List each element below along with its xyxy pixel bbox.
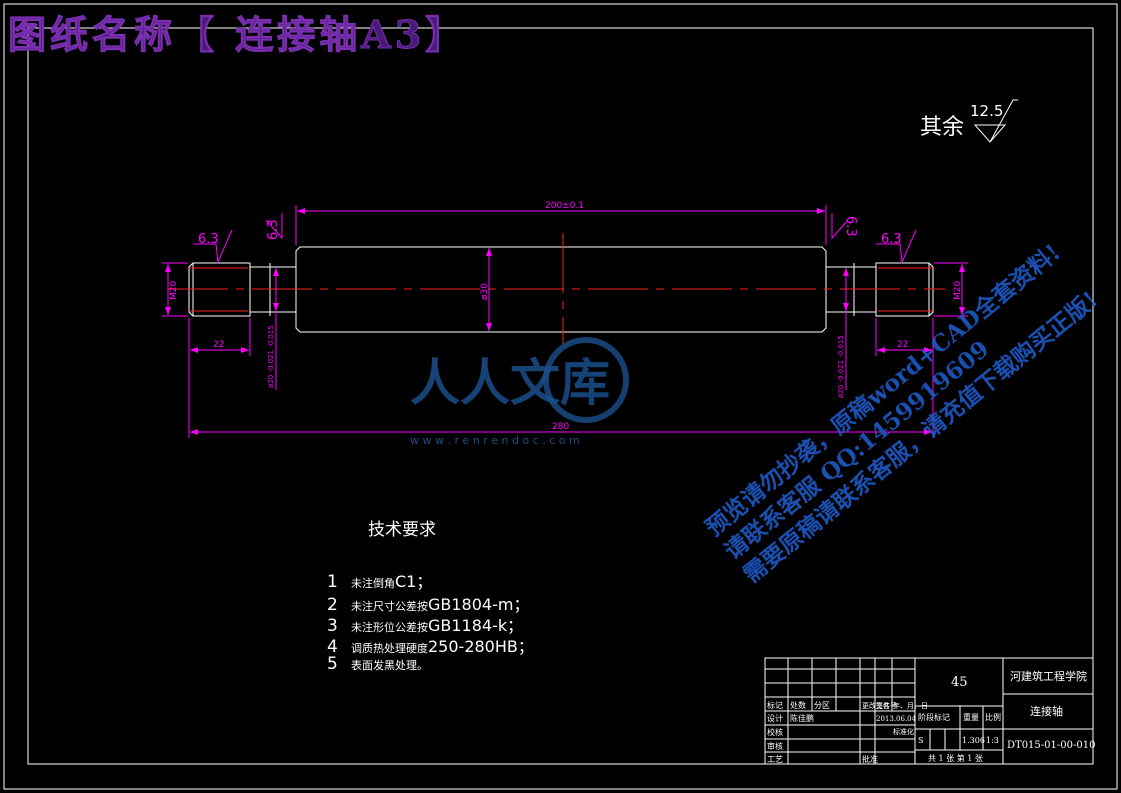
center-length-label: 200±0.1: [545, 201, 584, 211]
req-number: 4: [327, 637, 338, 657]
general-roughness-value: 12.5: [970, 102, 1003, 120]
roughness-symbols: [193, 213, 917, 264]
dimension-lines: [162, 205, 968, 438]
row-label-date: 年、月、日: [893, 701, 928, 710]
row-label-sign: 签名: [876, 701, 890, 710]
thread-lines: [190, 267, 932, 312]
req-prefix: 表面发黑处理。: [351, 659, 428, 672]
sheet-count: 共 1 张 第 1 张: [928, 753, 983, 763]
req-prefix: 未注尺寸公差按: [351, 600, 428, 613]
tech-requirements-title: 技术要求: [368, 520, 436, 540]
left-roughness-value: 6.3: [198, 232, 219, 247]
review-label: 审核: [767, 741, 783, 751]
weight-value: 1.306: [962, 736, 985, 745]
row-label-file: 更改文件号: [862, 701, 897, 710]
tech-requirement-item: 5 表面发黑处理。: [327, 654, 428, 674]
tech-requirement-item: 2 未注尺寸公差按GB1804-m；: [327, 591, 529, 615]
approve-label: 批准: [862, 754, 878, 764]
req-number: 1: [327, 572, 338, 592]
designer-name: 陈佳鹏: [790, 713, 814, 723]
drawing-title-banner: 图纸名称【 连接轴A3】: [7, 12, 468, 58]
req-code: GB1804-m；: [428, 595, 530, 614]
drawing-number: DT015-01-00-010: [1007, 740, 1095, 751]
req-prefix: 调质热处理硬度: [351, 642, 428, 655]
standard-label: 标准化: [893, 727, 914, 736]
check-label: 校核: [767, 727, 783, 737]
left-shoulder-roughness-value: 6.3: [266, 219, 281, 240]
req-number: 3: [327, 616, 338, 636]
req-code: C1；: [395, 572, 433, 591]
renrendoc-logo: 人人文库 w w w . r e n r e n d o c . c o m: [410, 337, 629, 447]
row-label-zone: 分区: [814, 701, 830, 710]
school-name: 河建筑工程学院: [1010, 669, 1087, 683]
title-block: [764, 657, 1094, 765]
left-thread-length-label: 22: [213, 340, 224, 350]
right-roughness-value: 6.3: [881, 232, 902, 247]
left-journal-dia-label: ø20 -0.021 -0.015: [267, 325, 275, 388]
right-thread-length-label: 22: [897, 340, 908, 350]
right-shoulder-roughness-value: 6.3: [843, 216, 858, 237]
req-code: 250-280HB；: [428, 637, 534, 656]
stage-label: 阶段标记: [918, 712, 950, 722]
designer-label: 设计: [767, 713, 783, 723]
material-value: 45: [951, 675, 968, 690]
req-code: GB1184-k；: [428, 616, 524, 635]
tech-requirement-item: 3 未注形位公差按GB1184-k；: [327, 612, 523, 636]
logo-text: 人人文库: [410, 353, 610, 412]
row-label-count: 处数: [790, 700, 806, 710]
general-roughness-prefix: 其余: [920, 115, 964, 140]
process-label: 工艺: [767, 755, 783, 764]
scale-label: 比例: [985, 712, 1001, 722]
tech-requirement-item: 1 未注倒角C1；: [327, 568, 432, 592]
req-number: 5: [327, 654, 338, 674]
right-journal-dia-label: ø20 -0.021 -0.015: [837, 335, 845, 398]
logo-url: w w w . r e n r e n d o c . c o m: [410, 434, 580, 447]
total-length-label: 280: [552, 422, 569, 432]
centerline: [168, 233, 945, 344]
row-label-mark: 标记: [767, 700, 783, 710]
right-thread-dia-label: M20: [953, 281, 963, 300]
req-prefix: 未注形位公差按: [351, 621, 428, 634]
stage-mark: S: [918, 736, 923, 745]
req-number: 2: [327, 595, 338, 615]
tech-requirement-item: 4 调质热处理硬度250-280HB；: [327, 633, 534, 657]
weight-label: 重量: [963, 712, 979, 722]
part-name: 连接轴: [1030, 704, 1063, 718]
scale-value: 1:3: [986, 736, 999, 745]
inner-border: [27, 27, 1094, 765]
design-date: 2013.06.04: [876, 715, 917, 723]
left-thread-dia-label: M20: [169, 281, 179, 300]
req-prefix: 未注倒角: [351, 577, 395, 590]
general-roughness-symbol: [973, 99, 1018, 143]
center-dia-label: ø30: [480, 283, 490, 300]
outer-border: [3, 3, 1118, 790]
